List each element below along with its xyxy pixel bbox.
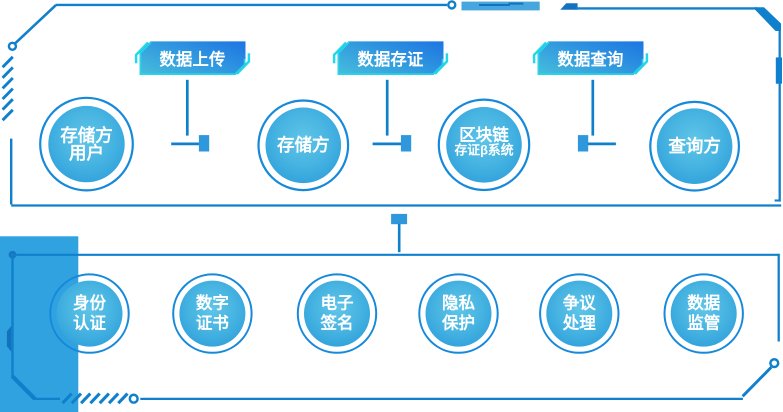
capability-node-identity-auth-disc bbox=[56, 280, 123, 347]
actor-node-blockchain-system: 区块链存证β系统 bbox=[437, 98, 531, 192]
connector-upload bbox=[171, 79, 210, 152]
actor-node-blockchain-system-ring bbox=[437, 98, 531, 192]
badge-data-upload: 数据上传 bbox=[134, 41, 251, 75]
capability-node-privacy-protection: 隐私保护 bbox=[418, 273, 499, 354]
actor-node-storage-user: 存储方用户 bbox=[39, 96, 134, 192]
actor-node-blockchain-system-disc bbox=[446, 107, 522, 183]
badge-data-upload-bracket-br bbox=[236, 53, 251, 75]
capability-node-identity-auth-label: 身份认证 bbox=[73, 293, 107, 333]
capability-node-identity-auth-ring bbox=[49, 273, 130, 354]
top-left-diagonal-line bbox=[14, 4, 57, 45]
connector-query bbox=[577, 79, 616, 152]
capability-node-data-supervision-disc bbox=[670, 280, 737, 347]
capability-node-data-supervision-ring bbox=[663, 273, 744, 354]
bottom-left-corner-diagonal bbox=[10, 374, 37, 401]
badge-data-query-body bbox=[537, 41, 644, 75]
badge-data-store: 数据存证 bbox=[332, 41, 449, 75]
capability-node-identity-auth: 身份认证 bbox=[49, 273, 130, 354]
connector-query-square bbox=[577, 135, 589, 152]
capability-node-data-supervision-label: 数据监管 bbox=[687, 293, 721, 333]
actor-node-query-party: 查询方 bbox=[649, 100, 740, 192]
capability-node-digital-certificate-disc bbox=[179, 280, 246, 347]
badge-data-store-bracket-tl bbox=[332, 41, 347, 64]
actor-node-storage-user-label: 存储方用户 bbox=[60, 125, 113, 163]
connector-sections bbox=[391, 213, 408, 253]
actor-node-storage-party-disc bbox=[265, 107, 342, 184]
actor-node-storage-party-label: 存储方 bbox=[277, 135, 330, 155]
connector-upload-square bbox=[198, 135, 210, 152]
badge-data-upload-body bbox=[139, 41, 246, 75]
actor-node-storage-party: 存储方 bbox=[257, 99, 350, 192]
badge-data-query-edge bbox=[537, 41, 644, 75]
actor-node-storage-user-ring bbox=[39, 96, 134, 192]
capability-node-electronic-signature: 电子签名 bbox=[296, 273, 378, 354]
badge-data-store-label: 数据存证 bbox=[358, 50, 424, 69]
top-left-ring-icon bbox=[7, 41, 18, 51]
badge-data-query-label: 数据查询 bbox=[558, 50, 624, 69]
top-border-bar-dash bbox=[479, 4, 510, 6]
bottom-left-notch bbox=[6, 325, 12, 352]
capability-node-electronic-signature-ring bbox=[296, 273, 378, 354]
bottom-right-ring-icon bbox=[769, 357, 780, 369]
capability-node-dispute-resolution-disc bbox=[546, 280, 613, 347]
badge-data-query-bracket-tl bbox=[532, 41, 547, 64]
capability-node-dispute-resolution-label: 争议处理 bbox=[562, 293, 597, 333]
badge-data-store-bracket-br bbox=[434, 53, 449, 75]
capability-node-digital-certificate-label: 数字证书 bbox=[196, 293, 230, 333]
bottom-right-diagonal-line bbox=[741, 366, 773, 398]
capability-node-privacy-protection-label: 隐私保护 bbox=[441, 294, 476, 333]
connector-store-square bbox=[400, 135, 412, 152]
actor-node-storage-party-ring bbox=[257, 99, 350, 192]
badge-data-upload-label: 数据上传 bbox=[160, 50, 226, 69]
top-left-hatch-marks bbox=[1, 55, 14, 122]
actor-node-storage-user-disc bbox=[48, 105, 125, 183]
badge-data-store-edge bbox=[337, 41, 444, 75]
badge-data-upload-edge bbox=[139, 41, 246, 75]
capability-node-dispute-resolution: 争议处理 bbox=[539, 273, 620, 354]
capability-node-privacy-protection-disc bbox=[425, 280, 492, 347]
top-frame bbox=[1, 0, 782, 207]
badge-data-query: 数据查询 bbox=[532, 41, 649, 75]
actor-node-query-party-ring bbox=[649, 100, 740, 192]
connector-sections-square bbox=[391, 213, 408, 225]
top-border-wedge-small bbox=[560, 3, 578, 10]
capability-node-data-supervision: 数据监管 bbox=[663, 273, 744, 354]
actor-node-query-party-label: 查询方 bbox=[667, 136, 721, 156]
capability-node-digital-certificate-ring bbox=[172, 273, 253, 354]
badge-data-query-bracket-br bbox=[634, 53, 649, 75]
connector-store bbox=[372, 79, 412, 152]
capability-node-privacy-protection-ring bbox=[418, 273, 499, 354]
right-border-notch bbox=[775, 57, 782, 84]
capability-node-electronic-signature-label: 电子签名 bbox=[320, 293, 355, 333]
top-right-corner-wedge bbox=[755, 7, 781, 31]
bottom-hatch-marks bbox=[61, 392, 129, 405]
top-border-bar-dash-2 bbox=[508, 2, 524, 5]
capability-node-dispute-resolution-ring bbox=[539, 273, 620, 354]
badge-data-upload-bracket-tl bbox=[134, 41, 149, 64]
bottom-left-ring-icon bbox=[128, 393, 139, 404]
actor-node-blockchain-system-label: 区块链存证β系统 bbox=[455, 125, 514, 158]
top-border-ring-icon bbox=[447, 0, 457, 10]
badge-data-store-body bbox=[337, 41, 444, 75]
actor-node-query-party-disc bbox=[656, 108, 733, 184]
capability-node-digital-certificate: 数字证书 bbox=[172, 273, 253, 354]
capability-node-electronic-signature-disc bbox=[304, 280, 370, 347]
